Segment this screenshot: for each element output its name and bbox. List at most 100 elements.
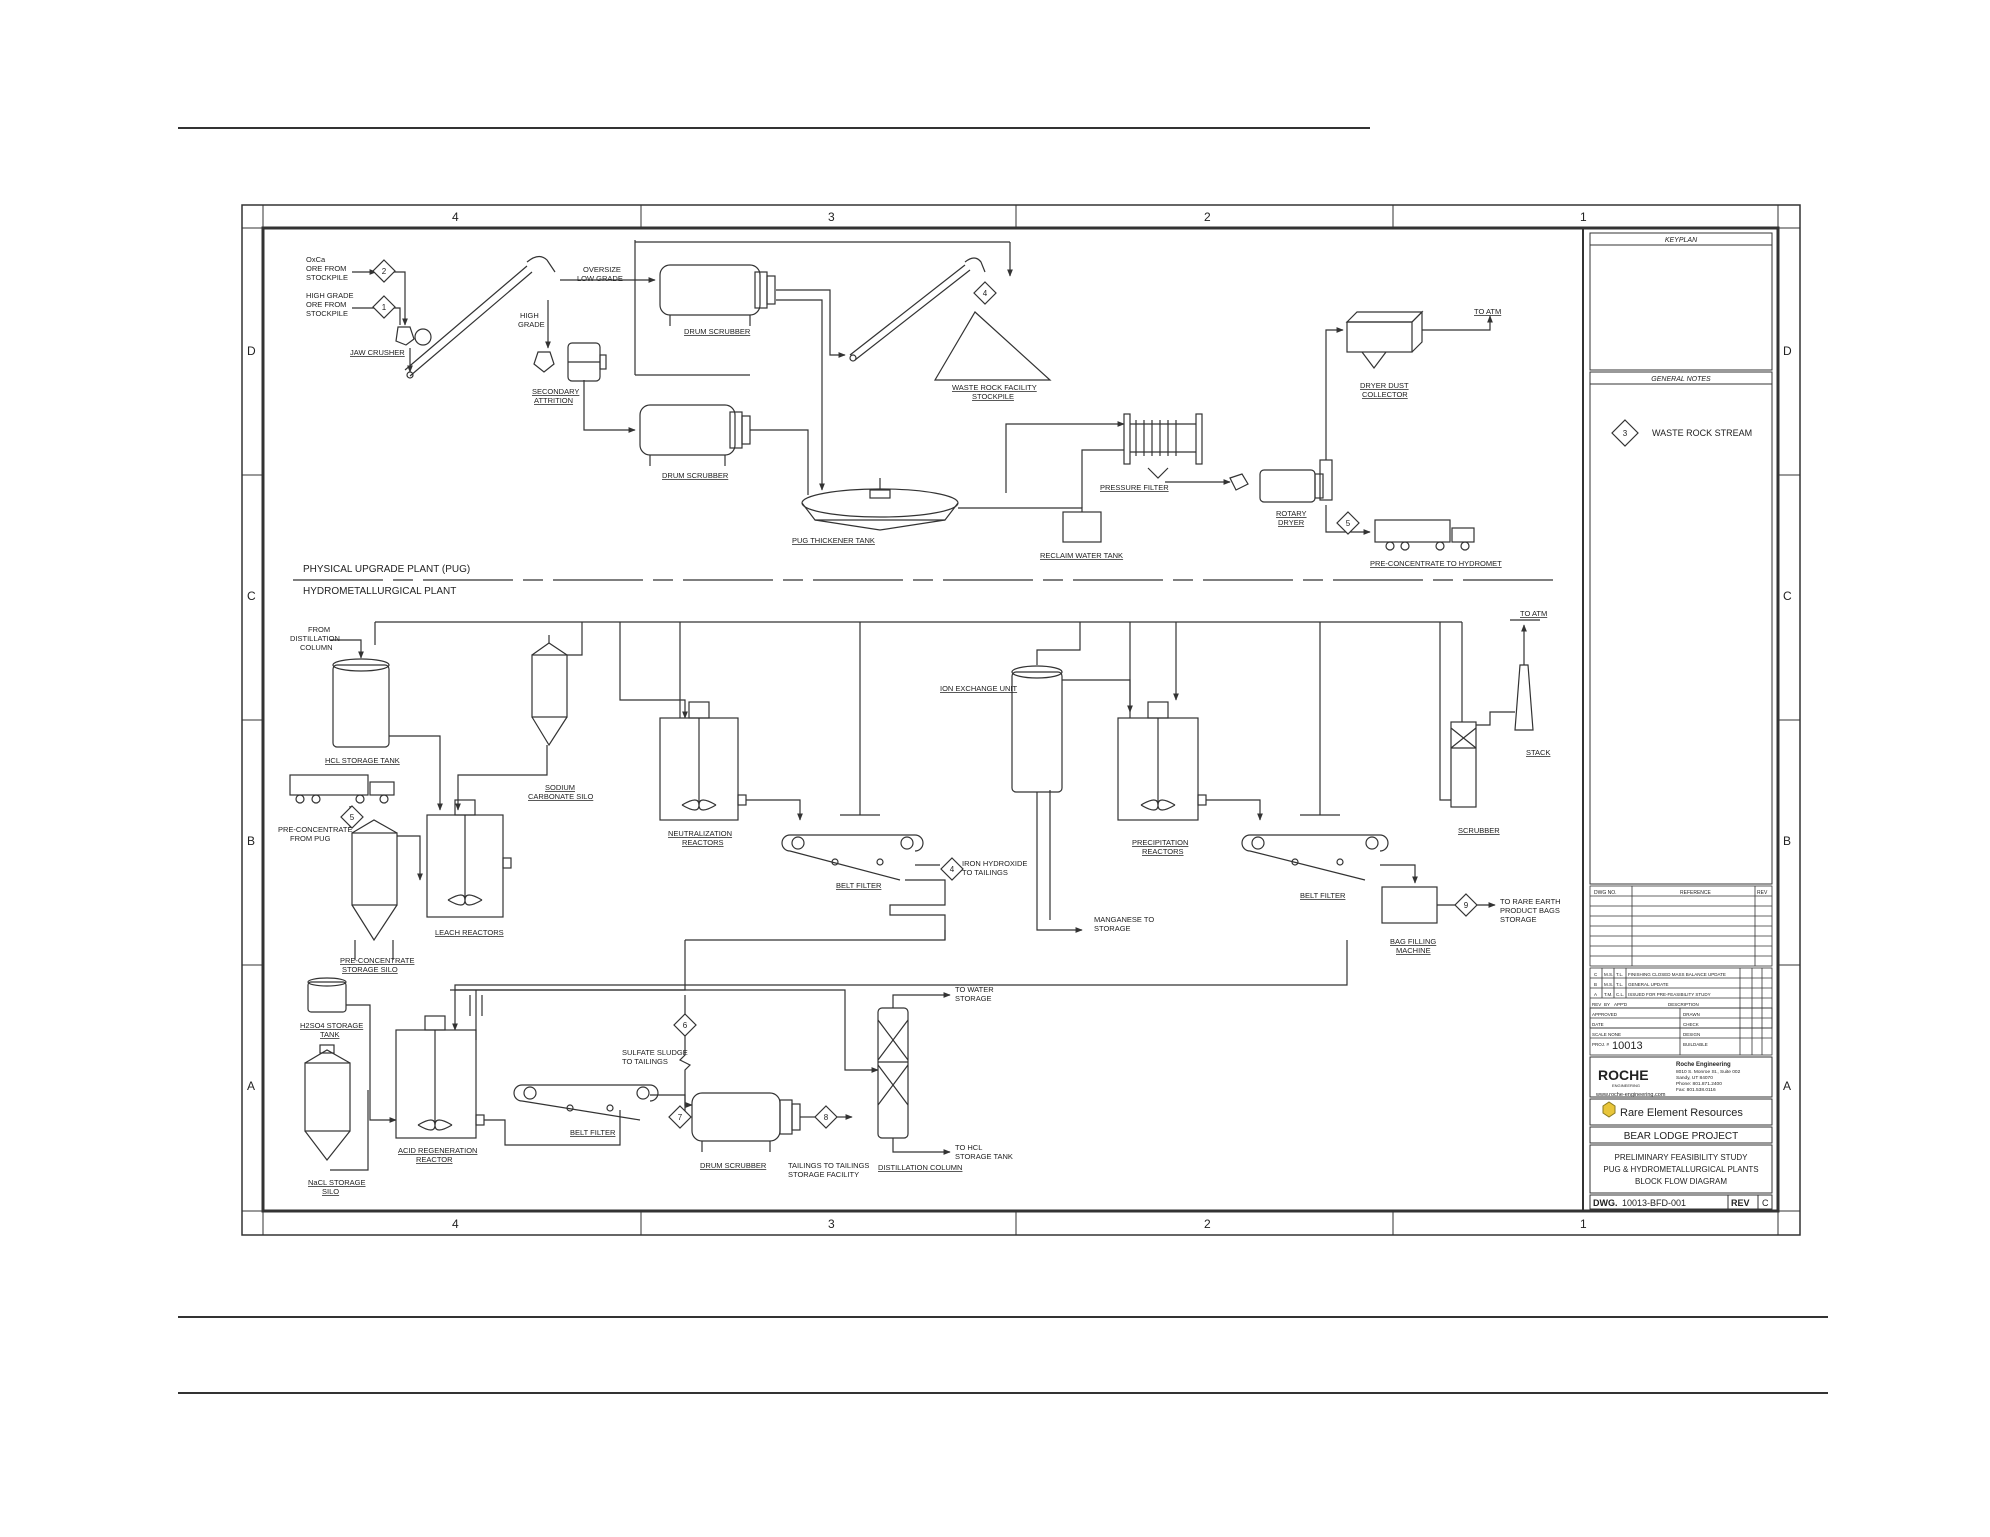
manganese-label: MANGANESE TO [1094,915,1154,924]
col-label-bottom: 4 [452,1217,459,1231]
pug-labels: OxCa ORE FROM STOCKPILE HIGH GRADE ORE F… [306,255,1502,568]
rotary-dryer-label: DRYER [1278,518,1305,527]
preconc-hydromet-label: PRE-CONCENTRATE TO HYDROMET [1370,559,1502,568]
ree-bags-label: PRODUCT BAGS [1500,906,1560,915]
roche-logo: ROCHE [1598,1067,1649,1083]
bag-filling-machine [1381,886,1438,924]
soda-silo-label: CARBONATE SILO [528,792,593,801]
reclaim-tank [1062,511,1102,543]
client-name: Rare Element Resources [1620,1107,1743,1119]
stream-tag: 7 [668,1105,692,1129]
sulfate-sludge-label: TO TAILINGS [622,1057,668,1066]
rev-row: A [1594,992,1597,997]
col-label-top: 1 [1580,210,1587,224]
col-label-top: 3 [828,210,835,224]
dryer-dust-collector [1345,310,1424,369]
rev-row: T.L. [1616,972,1623,977]
drum-scrubber-3 [691,1092,801,1152]
project-number: 10013 [1612,1040,1643,1052]
iron-hydroxide-label: IRON HYDROXIDE [962,859,1027,868]
neutralization-label: NEUTRALIZATION [668,829,732,838]
rev-row: T.L. [1616,982,1623,987]
rev-row: FINISHING CLOSED MASS BALANCE UPDATE [1628,972,1726,977]
svg-text:8: 8 [824,1113,829,1122]
svg-text:1: 1 [382,303,387,312]
roche-address: 8010 S. Monroe St., Suite 002 [1676,1069,1741,1075]
roche-web: www.roche-engineering.com [1595,1092,1666,1098]
belt-filter-3 [513,1084,659,1121]
hcl-tank [332,664,390,748]
rev-row: C.L. [1616,992,1624,997]
bag-filling-label: BAG FILLING [1390,937,1436,946]
jaw-crusher [395,326,432,346]
roche-logo-sub: ENGINEERING [1612,1083,1640,1088]
svg-text:4: 4 [950,865,955,874]
precipitation-label: REACTORS [1142,847,1184,856]
drum-scrubber-1-label: DRUM SCRUBBER [684,327,751,336]
hg-ore-label: ORE FROM [306,300,346,309]
belt-filter-2 [1241,622,1389,881]
stream-tag: 6 [673,1013,697,1037]
note-waste-rock: WASTE ROCK STREAM [1652,428,1752,438]
rotary-dryer-label: ROTARY [1276,509,1307,518]
approval-label: DATE [1592,1022,1604,1027]
rotary-dryer [1229,469,1324,503]
ref-header: REV [1757,890,1768,896]
to-water-label: TO WATER [955,985,994,994]
col-label-bottom: 3 [828,1217,835,1231]
jaw-crusher-label: JAW CRUSHER [350,348,405,357]
stream-tag: 1 [372,295,396,319]
grid-labels: 4 3 2 1 4 3 2 1 D C B A D C B A [247,210,1792,1231]
row-label-left: C [247,589,256,603]
precipitation-label: PRECIPITATION [1132,838,1188,847]
secondary-attrition [533,342,607,382]
rev-row: GENERAL UPDATE [1628,982,1669,987]
col-label-top: 2 [1204,210,1211,224]
keyplan-label: KEYPLAN [1665,237,1698,244]
stream-tags: 2 1 4 5 5 4 9 6 7 8 [340,259,1478,1129]
preconc-silo-label: PRE-CONCENTRATE [340,956,414,965]
belt-filter-1 [781,622,924,881]
drum-scrubber-2 [639,404,751,466]
row-label-right: B [1783,834,1791,848]
title-block [1582,228,1773,1211]
distillation-label: DISTILLATION COLUMN [878,1163,962,1172]
signoff-label: CHECK [1683,1022,1699,1027]
rev-label: REV [1731,1198,1750,1208]
belt-filter-1-label: BELT FILTER [836,881,882,890]
iron-hydroxide-label: TO TAILINGS [962,868,1008,877]
svg-text:5: 5 [1346,519,1351,528]
stream-tag: 5 [1336,511,1360,535]
scrubber-label: SCRUBBER [1458,826,1500,835]
dust-collector-label: COLLECTOR [1362,390,1408,399]
rev-row: C [1594,972,1598,977]
hydro-section-label: HYDROMETALLURGICAL PLANT [303,586,456,597]
general-notes-label: GENERAL NOTES [1651,376,1711,383]
preconc-silo [351,819,398,960]
drum-scrubber-3-label: DRUM SCRUBBER [700,1161,767,1170]
rev-header: DESCRIPTION [1668,1002,1699,1007]
pressure-filter-label: PRESSURE FILTER [1100,483,1169,492]
nacl-silo [304,1044,351,1161]
thickener-label: PUG THICKENER TANK [792,536,875,545]
secondary-attrition-label: ATTRITION [534,396,573,405]
dwg-label: DWG. [1593,1198,1618,1208]
to-hcl-label: TO HCL [955,1143,982,1152]
high-grade-label: GRADE [518,320,545,329]
ree-bags-label: TO RARE EARTH [1500,897,1561,906]
dwg-number: 10013-BFD-001 [1622,1198,1686,1208]
sulfate-sludge-label: SULFATE SLUDGE [622,1048,688,1057]
svg-text:5: 5 [350,813,355,822]
rev-row: ISSUED FOR PRE-FEASIBILITY STUDY [1628,992,1711,997]
row-label-right: D [1783,344,1792,358]
precipitation-reactor [1117,701,1207,821]
leach-reactor [426,799,512,918]
col-label-top: 4 [452,210,459,224]
neutralization-label: REACTORS [682,838,724,847]
tailings-storage-label: TAILINGS TO TAILINGS [788,1161,869,1170]
truck-hydro [289,774,395,804]
hcl-tank-label: HCL STORAGE TANK [325,756,400,765]
rev-header: BY [1604,1002,1610,1007]
drawing-title: PUG & HYDROMETALLURGICAL PLANTS [1603,1165,1758,1174]
signoff-label: BUILDABLE [1683,1042,1708,1047]
